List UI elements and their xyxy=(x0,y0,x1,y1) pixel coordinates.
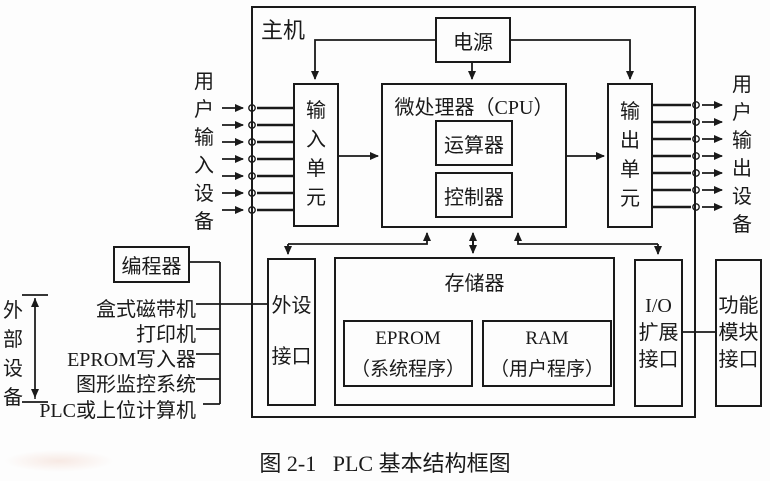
power-supply-box: 电源 xyxy=(435,17,511,63)
cpu-title: 微处理器（CPU） xyxy=(394,97,554,119)
power-to-input-wire xyxy=(311,39,435,80)
controller-label: 控制器 xyxy=(444,186,504,209)
input-unit-box: 输入单元 xyxy=(293,83,339,227)
ram-box: RAM （用户程序） xyxy=(482,320,612,387)
device-item-eprom-writer: EPROM写入器 xyxy=(67,349,196,371)
memory-title: 存储器 xyxy=(444,273,505,295)
device-item-cassette: 盒式磁带机 xyxy=(96,299,196,321)
io-expansion-line1: I/O xyxy=(645,294,672,317)
programmer-box: 编程器 xyxy=(113,246,190,283)
peripheral-interface-label: 外设接口 xyxy=(271,295,312,368)
external-devices-label: 外部设备 xyxy=(3,300,23,409)
function-module-line3: 接口 xyxy=(718,348,759,371)
ram-desc: （用户程序） xyxy=(489,358,604,380)
function-module-line1: 功能 xyxy=(718,294,759,317)
user-output-devices-label: 用户输出设备 xyxy=(732,74,752,236)
figure-caption: 图 2-1 PLC 基本结构框图 xyxy=(259,451,511,476)
controller-box: 控制器 xyxy=(435,172,513,218)
power-to-output-wire xyxy=(510,39,634,80)
function-module-box: 功能 模块 接口 xyxy=(715,259,762,407)
io-expansion-line2: 扩展 xyxy=(638,321,679,344)
main-unit-box xyxy=(251,6,696,418)
bus-to-peripheral-wire xyxy=(284,232,431,255)
main-unit-label: 主机 xyxy=(261,18,306,43)
io-expansion-line3: 接口 xyxy=(638,348,679,371)
power-supply-label: 电源 xyxy=(453,31,493,54)
scan-artifact xyxy=(4,450,114,472)
eprom-name: EPROM xyxy=(375,327,441,349)
output-signal-lines xyxy=(653,101,723,211)
device-item-graphic-monitor: 图形监控系统 xyxy=(76,374,196,396)
alu-box: 运算器 xyxy=(435,120,513,166)
bus-to-io-expansion-wire xyxy=(514,232,662,255)
peripheral-interface-box: 外设接口 xyxy=(267,258,316,406)
device-item-printer: 打印机 xyxy=(136,324,196,346)
external-devices-bracket xyxy=(22,294,48,403)
input-terminal-circles xyxy=(248,104,256,214)
output-unit-label: 输出单元 xyxy=(620,100,640,210)
alu-label: 运算器 xyxy=(444,134,504,157)
programmer-label: 编程器 xyxy=(121,256,182,278)
function-module-line2: 模块 xyxy=(718,321,759,344)
eprom-box: EPROM （系统程序） xyxy=(343,320,473,387)
input-signal-lines xyxy=(222,104,293,214)
user-input-devices-label: 用户输入设备 xyxy=(194,71,214,233)
output-unit-box: 输出单元 xyxy=(607,83,653,228)
ram-name: RAM xyxy=(525,327,569,349)
io-expansion-box: I/O 扩展 接口 xyxy=(634,259,683,407)
external-device-bus xyxy=(190,261,267,405)
eprom-desc: （系统程序） xyxy=(350,358,465,380)
device-item-plc-host: PLC或上位计算机 xyxy=(39,400,196,422)
input-unit-label: 输入单元 xyxy=(306,100,326,209)
